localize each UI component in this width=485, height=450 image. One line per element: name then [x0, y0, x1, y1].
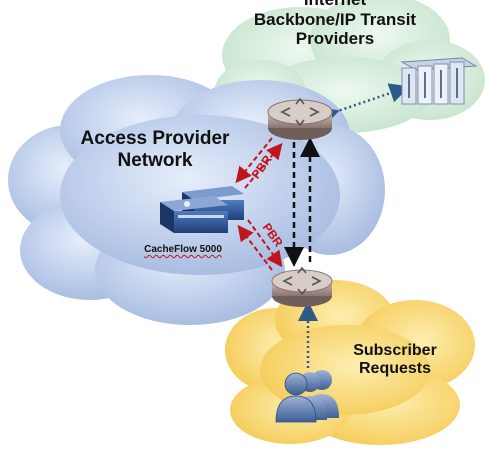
subscriber-label-line-1: Subscriber	[353, 342, 437, 359]
cacheflow-appliance-icon	[160, 186, 244, 233]
server-cluster-icon	[400, 57, 478, 105]
subscriber-label: Subscriber Requests	[330, 342, 460, 379]
subscriber-label-line-2: Requests	[358, 360, 432, 378]
pbr-arrow-top-2	[244, 142, 283, 189]
transit-link	[317, 83, 410, 127]
internet-label-line-1: Internet	[250, 0, 420, 10]
pbr-arrow-bottom-2	[237, 224, 273, 271]
access-provider-label-line-1: Access Provider	[80, 128, 230, 149]
internet-label-line-3: Providers	[295, 29, 375, 49]
access-provider-label: Access Provider Network	[60, 128, 250, 172]
edge-router-icon	[271, 266, 333, 307]
internet-label-line-2: Backbone/IP Transit	[253, 9, 417, 29]
core-router-icon	[267, 97, 333, 140]
access-provider-label-line-2: Network	[117, 149, 193, 171]
internet-label: Internet Backbone/IP Transit Providers	[250, 0, 420, 49]
cacheflow-label: CacheFlow 5000	[144, 244, 222, 255]
subscriber-users-icon	[275, 370, 339, 423]
